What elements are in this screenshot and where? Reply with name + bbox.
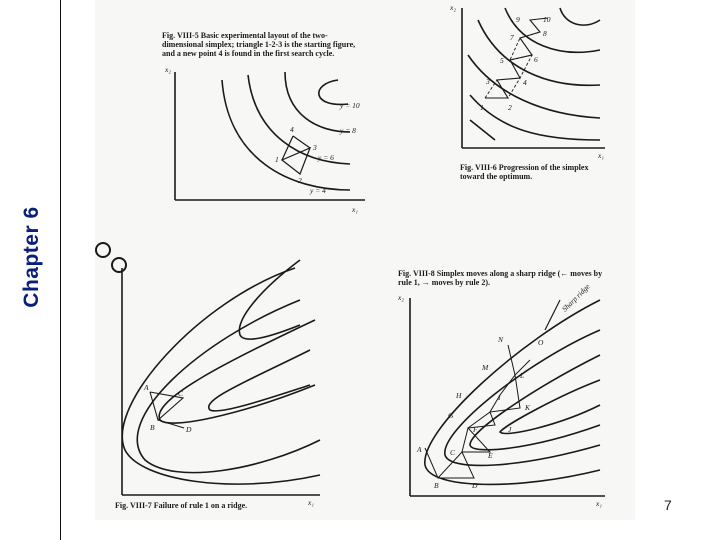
fig6-point-label: 2 <box>508 103 512 112</box>
fig5-move <box>281 135 294 161</box>
fig7-x-label: x₁ <box>307 498 314 507</box>
fig6-path-dashed <box>484 31 541 99</box>
fig8-point-label: F <box>472 425 478 434</box>
fig7-contour <box>158 319 316 424</box>
fig6-y-label: x₂ <box>449 3 456 12</box>
fig6-point-label: 7 <box>510 33 514 42</box>
fig7-point-label: D <box>185 425 192 434</box>
fig5-y-label: x₂ <box>164 65 171 74</box>
sidebar: Chapter 6 <box>0 0 61 540</box>
fig6-contour <box>559 7 601 26</box>
fig6-contour <box>477 19 601 87</box>
fig5-contour-8 <box>284 71 351 133</box>
fig5-point-label: 2 <box>298 176 302 185</box>
fig7-contour <box>136 299 321 474</box>
fig8-point-label: J <box>508 425 512 434</box>
fig5-contour-label: y = 4 <box>309 186 326 195</box>
fig7-caption: Fig. VIII-7 Failure of rule 1 on a ridge… <box>115 501 247 510</box>
fig8-contour <box>444 329 601 467</box>
fig6-point-label: 8 <box>543 29 547 38</box>
fig6-caption-line1: Fig. VIII-6 Progression of the simplex <box>460 163 588 172</box>
fig5-contour-label: y = 10 <box>339 101 360 110</box>
fig6-path <box>485 17 549 99</box>
fig8-point-label: M <box>481 363 489 372</box>
fig6-contour <box>469 94 601 141</box>
fig8-caption-line1: Fig. VIII-8 Simplex moves along a sharp … <box>398 269 602 278</box>
fig5-contour-label: y = 8 <box>339 126 356 135</box>
fig6-contour <box>467 54 601 119</box>
fig8-point-label: I <box>497 393 501 402</box>
fig5-x-label: x₁ <box>351 205 358 214</box>
fig6-point-label: 3 <box>485 77 490 86</box>
fig7-simplex <box>149 391 185 421</box>
fig8-point-label: L <box>519 371 524 380</box>
fig6-point-label: 5 <box>500 56 504 65</box>
figure-viii-5: Fig. VIII-5 Basic experimental layout of… <box>162 31 365 214</box>
fig6-point-label: 9 <box>516 15 520 24</box>
fig5-caption-line1: Fig. VIII-5 Basic experimental layout of… <box>162 31 328 40</box>
fig5-point-label: 3 <box>312 143 317 152</box>
fig5-simplex <box>280 146 312 175</box>
fig8-contour <box>469 354 601 451</box>
fig5-caption-line3: and a new point 4 is found in the first … <box>162 49 334 58</box>
fig8-path <box>438 359 531 479</box>
scanned-figures <box>95 0 635 520</box>
fig5-contour-10 <box>318 79 349 106</box>
fig5-contour-6 <box>247 74 351 165</box>
fig7-point-label: A <box>143 383 149 392</box>
fig6-contour <box>469 119 496 141</box>
fig8-ridge-arrow <box>544 299 561 331</box>
fig5-contour-4 <box>221 79 351 191</box>
fig7-contour <box>121 267 321 485</box>
fig8-point-label: E <box>487 451 493 460</box>
fig6-x-label: x₁ <box>597 151 604 160</box>
fig5-contour-label: y = 6 <box>317 153 334 162</box>
fig8-point-label: G <box>448 411 454 420</box>
fig6-caption-line2: toward the optimum. <box>460 172 532 181</box>
figure-viii-8: Fig. VIII-8 Simplex moves along a sharp … <box>397 269 605 508</box>
fig8-y-label: x₂ <box>397 293 404 302</box>
fig6-point-label: 6 <box>534 55 538 64</box>
fig8-point-label: C <box>450 448 456 457</box>
fig8-x-label: x₁ <box>595 499 602 508</box>
fig8-point-label: A <box>416 445 422 454</box>
fig5-move <box>292 135 311 149</box>
fig7-move <box>157 419 185 429</box>
fig7-punch-hole <box>111 257 127 273</box>
fig6-contour <box>504 7 601 54</box>
fig8-point-label: K <box>524 403 531 412</box>
fig5-point-label: 1 <box>275 155 279 164</box>
fig8-point-label: N <box>497 335 504 344</box>
fig7-point-label: B <box>150 423 155 432</box>
figure-viii-6: x₂ x₁ 1 2 3 4 5 6 7 8 9 10 Fig. VIII-6 P… <box>449 3 605 181</box>
fig8-point-label: H <box>455 391 462 400</box>
fig7-punch-hole <box>95 242 111 258</box>
fig8-ridge-label: Sharp ridge <box>560 281 592 313</box>
page-number: 7 <box>664 497 672 513</box>
fig6-point-label: 10 <box>543 15 551 24</box>
fig8-path <box>424 344 516 479</box>
fig8-contour <box>424 299 601 486</box>
fig8-caption-line2: rule 1, → moves by rule 2). <box>398 278 490 287</box>
fig8-point-label: D <box>471 481 478 490</box>
fig7-point-label: C <box>178 389 184 398</box>
fig8-contour <box>498 379 601 435</box>
fig8-point-label: B <box>434 481 439 490</box>
fig5-caption-line2: dimensional simplex; triangle 1-2-3 is t… <box>162 40 355 49</box>
figure-viii-7: x₁ A B C D Fig. VIII-7 Failure of rule 1… <box>95 242 321 510</box>
fig8-point-label: O <box>538 338 544 347</box>
fig6-point-label: 1 <box>480 103 484 112</box>
fig5-point-label: 4 <box>290 125 294 134</box>
fig6-point-label: 4 <box>523 78 527 87</box>
fig7-contour <box>238 259 301 340</box>
fig7-contour <box>207 349 311 412</box>
